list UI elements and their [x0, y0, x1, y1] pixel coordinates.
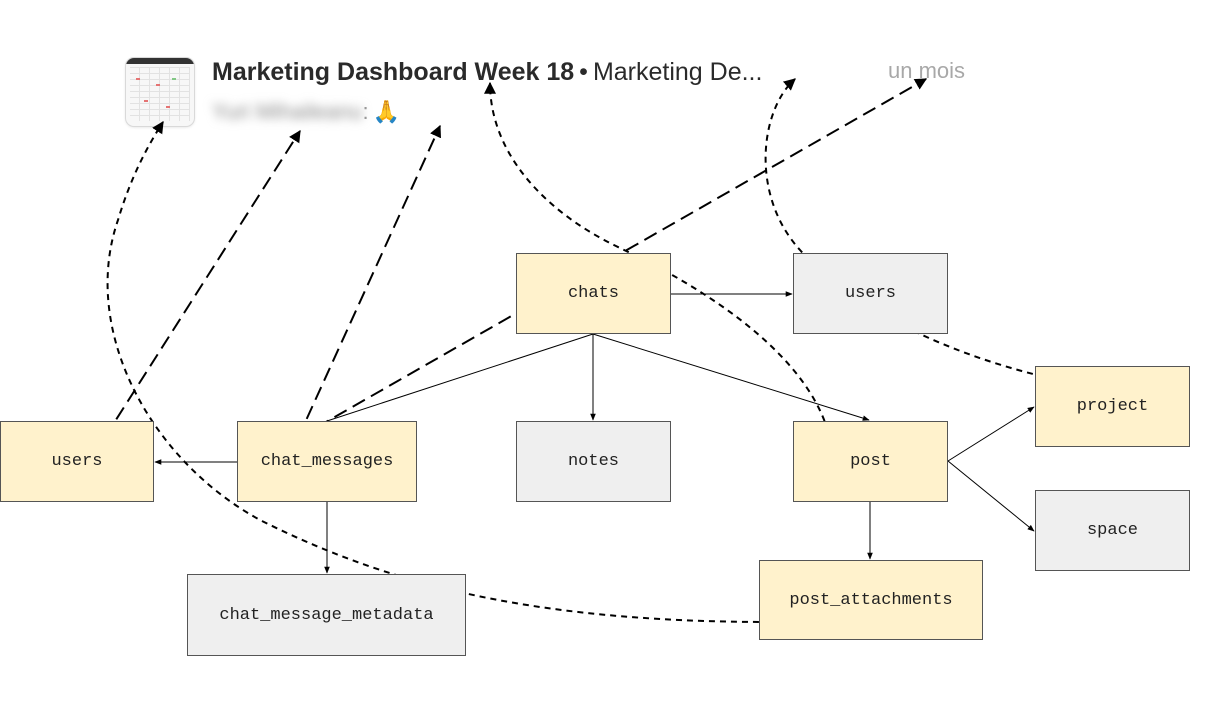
calendar-thumbnail-icon [126, 58, 194, 126]
map-users-to-sender [104, 129, 301, 438]
node-notes: notes [516, 421, 671, 502]
node-chats: chats [516, 253, 671, 334]
message-emoji: 🙏 [372, 99, 400, 124]
chat-title-context: Marketing De... [592, 58, 763, 86]
chat-title: Marketing Dashboard Week 18•Marketing De… [212, 58, 762, 86]
edge-post-project [947, 406, 1035, 462]
chat-title-name: Marketing Dashboard Week 18 [212, 58, 575, 86]
node-chat-message-metadata: chat_message_metadata [187, 574, 466, 656]
node-post-attachments: post_attachments [759, 560, 983, 640]
node-project: project [1035, 366, 1190, 447]
node-post: post [793, 421, 948, 502]
map-chat-messages-to-emoji [297, 124, 441, 439]
title-separator: • [579, 58, 588, 86]
edge-post-space [947, 460, 1035, 532]
edge-chats-chat-messages [326, 333, 594, 422]
map-attachments-to-thumbnail [106, 120, 771, 623]
node-chat-messages: chat_messages [237, 421, 417, 502]
node-space: space [1035, 490, 1190, 571]
map-post-to-title [484, 81, 835, 476]
chat-preview[interactable]: Marketing Dashboard Week 18•Marketing De… [126, 58, 1006, 130]
last-message: Yuri Mihaileanu:🙏 [212, 98, 400, 126]
node-users-left: users [0, 421, 154, 502]
sender-name: Yuri Mihaileanu [212, 99, 363, 124]
edge-chats-post [592, 333, 870, 421]
node-users-top: users [793, 253, 948, 334]
sender-suffix: : [362, 99, 369, 124]
map-project-to-context [764, 78, 1164, 395]
